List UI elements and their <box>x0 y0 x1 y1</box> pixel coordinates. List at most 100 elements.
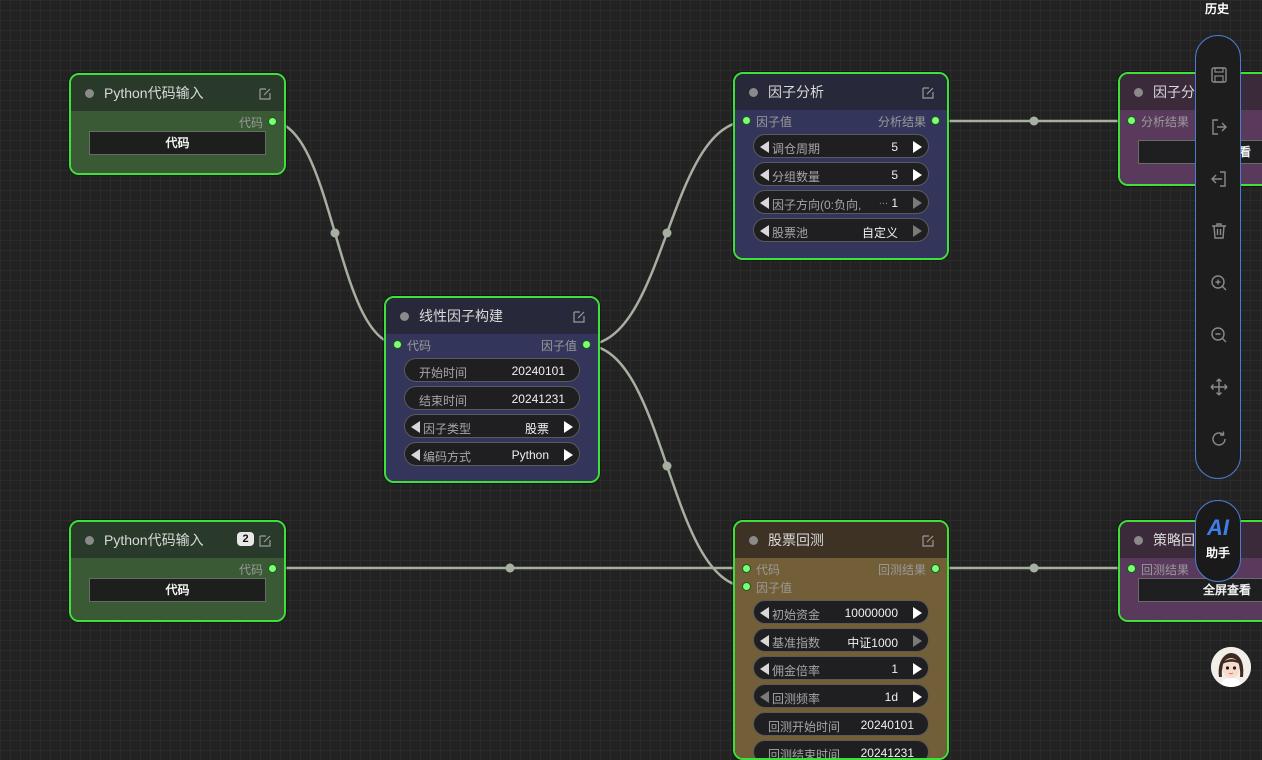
decrement-arrow-icon[interactable] <box>760 141 769 153</box>
wire-midpoint <box>1029 563 1039 573</box>
refresh-icon[interactable] <box>1209 429 1229 449</box>
widget-label: 回测频率 <box>772 692 821 706</box>
increment-arrow-icon[interactable] <box>913 141 922 153</box>
collapse-dot[interactable] <box>85 88 94 98</box>
move-icon[interactable] <box>1209 377 1229 397</box>
node-header[interactable]: 股票回测 <box>735 522 947 558</box>
widget-label: 回测结束时间 <box>768 748 841 760</box>
python-code-input-node-2[interactable]: Python代码输入 2 代码 代码 <box>69 520 286 622</box>
linear-factor-node[interactable]: 线性因子构建 代码 因子值 开始时间 20240101 结束时间 2024123… <box>384 296 600 483</box>
input-port[interactable] <box>393 340 402 349</box>
node-body: 代码 因子值 开始时间 20240101 结束时间 20241231 因子类型 … <box>386 334 598 481</box>
decrement-arrow-icon[interactable] <box>760 691 769 703</box>
factor-direction-combo[interactable]: 因子方向(0:负向, ... 1 <box>753 190 929 214</box>
trash-icon[interactable] <box>1209 221 1229 241</box>
increment-arrow-icon[interactable] <box>913 169 922 181</box>
input-port[interactable] <box>1127 116 1136 125</box>
stock-backtest-node[interactable]: 股票回测 代码 回测结果 因子值 初始资金 10000000 基准指数 中证10… <box>733 520 949 760</box>
input-label: 代码 <box>407 339 432 353</box>
truncation-ellipsis: ... <box>878 195 888 207</box>
output-port[interactable] <box>268 564 277 573</box>
widget-label: 股票池 <box>772 226 809 240</box>
initial-capital-combo[interactable]: 初始资金 10000000 <box>753 600 929 624</box>
input-port[interactable] <box>1127 564 1136 573</box>
code-button[interactable]: 代码 <box>89 578 266 602</box>
decrement-arrow-icon[interactable] <box>760 607 769 619</box>
edit-icon[interactable] <box>259 87 272 100</box>
node-header[interactable]: 线性因子构建 <box>386 298 598 334</box>
export-icon[interactable] <box>1209 117 1229 137</box>
input-port[interactable] <box>742 116 751 125</box>
zoom-out-icon[interactable] <box>1209 325 1229 345</box>
ai-label: 助手 <box>1205 546 1230 560</box>
edit-icon[interactable] <box>259 534 272 547</box>
edit-icon[interactable] <box>922 534 935 547</box>
backtest-frequency-combo[interactable]: 回测频率 1d <box>753 684 929 708</box>
output-port[interactable] <box>931 116 940 125</box>
start-date-field[interactable]: 开始时间 20240101 <box>404 358 580 382</box>
decrement-arrow-icon[interactable] <box>760 663 769 675</box>
end-date-field[interactable]: 结束时间 20241231 <box>404 386 580 410</box>
encoding-combo[interactable]: 编码方式 Python <box>404 442 580 466</box>
decrement-arrow-icon[interactable] <box>411 421 420 433</box>
increment-arrow-icon[interactable] <box>913 635 922 647</box>
increment-arrow-icon[interactable] <box>913 197 922 209</box>
widget-value: 10000000 <box>844 606 898 620</box>
history-label[interactable]: 历史 <box>1205 2 1230 16</box>
import-icon[interactable] <box>1209 169 1229 189</box>
output-port[interactable] <box>582 340 591 349</box>
collapse-dot[interactable] <box>85 535 94 545</box>
output-label: 分析结果 <box>877 115 926 129</box>
increment-arrow-icon[interactable] <box>564 421 573 433</box>
decrement-arrow-icon[interactable] <box>760 169 769 181</box>
ai-assistant-button[interactable]: AI 助手 <box>1195 500 1241 582</box>
wire-midpoint <box>330 228 340 238</box>
widget-value: 20240101 <box>511 364 565 378</box>
node-body: 因子值 分析结果 调仓周期 5 分组数量 5 因子方向(0:负向, ... 1 … <box>735 110 947 258</box>
decrement-arrow-icon[interactable] <box>760 225 769 237</box>
user-avatar[interactable] <box>1211 647 1251 687</box>
benchmark-index-combo[interactable]: 基准指数 中证1000 <box>753 628 929 652</box>
node-title: 线性因子构建 <box>419 308 503 324</box>
edit-icon[interactable] <box>573 310 586 323</box>
zoom-in-icon[interactable] <box>1209 273 1229 293</box>
group-count-combo[interactable]: 分组数量 5 <box>753 162 929 186</box>
widget-label: 分组数量 <box>772 170 821 184</box>
decrement-arrow-icon[interactable] <box>760 635 769 647</box>
output-label: 回测结果 <box>877 563 926 577</box>
increment-arrow-icon[interactable] <box>913 607 922 619</box>
input-port[interactable] <box>742 564 751 573</box>
node-header[interactable]: Python代码输入 2 <box>71 522 284 558</box>
collapse-dot[interactable] <box>400 311 409 321</box>
node-header[interactable]: 因子分析 <box>735 74 947 110</box>
edit-icon[interactable] <box>922 86 935 99</box>
collapse-dot[interactable] <box>1134 535 1143 545</box>
backtest-start-date-field[interactable]: 回测开始时间 20240101 <box>753 712 929 736</box>
rebalance-period-combo[interactable]: 调仓周期 5 <box>753 134 929 158</box>
output-port[interactable] <box>268 117 277 126</box>
save-icon[interactable] <box>1209 65 1229 85</box>
code-button[interactable]: 代码 <box>89 131 266 155</box>
factor-analysis-node[interactable]: 因子分析 因子值 分析结果 调仓周期 5 分组数量 5 因子方向(0:负向, .… <box>733 72 949 260</box>
backtest-end-date-field[interactable]: 回测结束时间 20241231 <box>753 740 929 760</box>
increment-arrow-icon[interactable] <box>913 225 922 237</box>
factor-type-combo[interactable]: 因子类型 股票 <box>404 414 580 438</box>
input-label: 因子值 <box>756 115 793 129</box>
increment-arrow-icon[interactable] <box>564 449 573 461</box>
collapse-dot[interactable] <box>749 535 758 545</box>
decrement-arrow-icon[interactable] <box>760 197 769 209</box>
increment-arrow-icon[interactable] <box>913 691 922 703</box>
canvas-toolbar <box>1195 35 1241 479</box>
input-port[interactable] <box>742 582 751 591</box>
commission-rate-combo[interactable]: 佣金倍率 1 <box>753 656 929 680</box>
stock-pool-combo[interactable]: 股票池 自定义 <box>753 218 929 242</box>
decrement-arrow-icon[interactable] <box>411 449 420 461</box>
fullscreen-view-button[interactable]: 全屏查看 <box>1138 578 1262 602</box>
collapse-dot[interactable] <box>749 87 758 97</box>
collapse-dot[interactable] <box>1134 87 1143 97</box>
output-port[interactable] <box>931 564 940 573</box>
python-code-input-node[interactable]: Python代码输入 代码 代码 <box>69 73 286 175</box>
widget-label: 初始资金 <box>772 608 821 622</box>
increment-arrow-icon[interactable] <box>913 663 922 675</box>
node-header[interactable]: Python代码输入 <box>71 75 284 111</box>
